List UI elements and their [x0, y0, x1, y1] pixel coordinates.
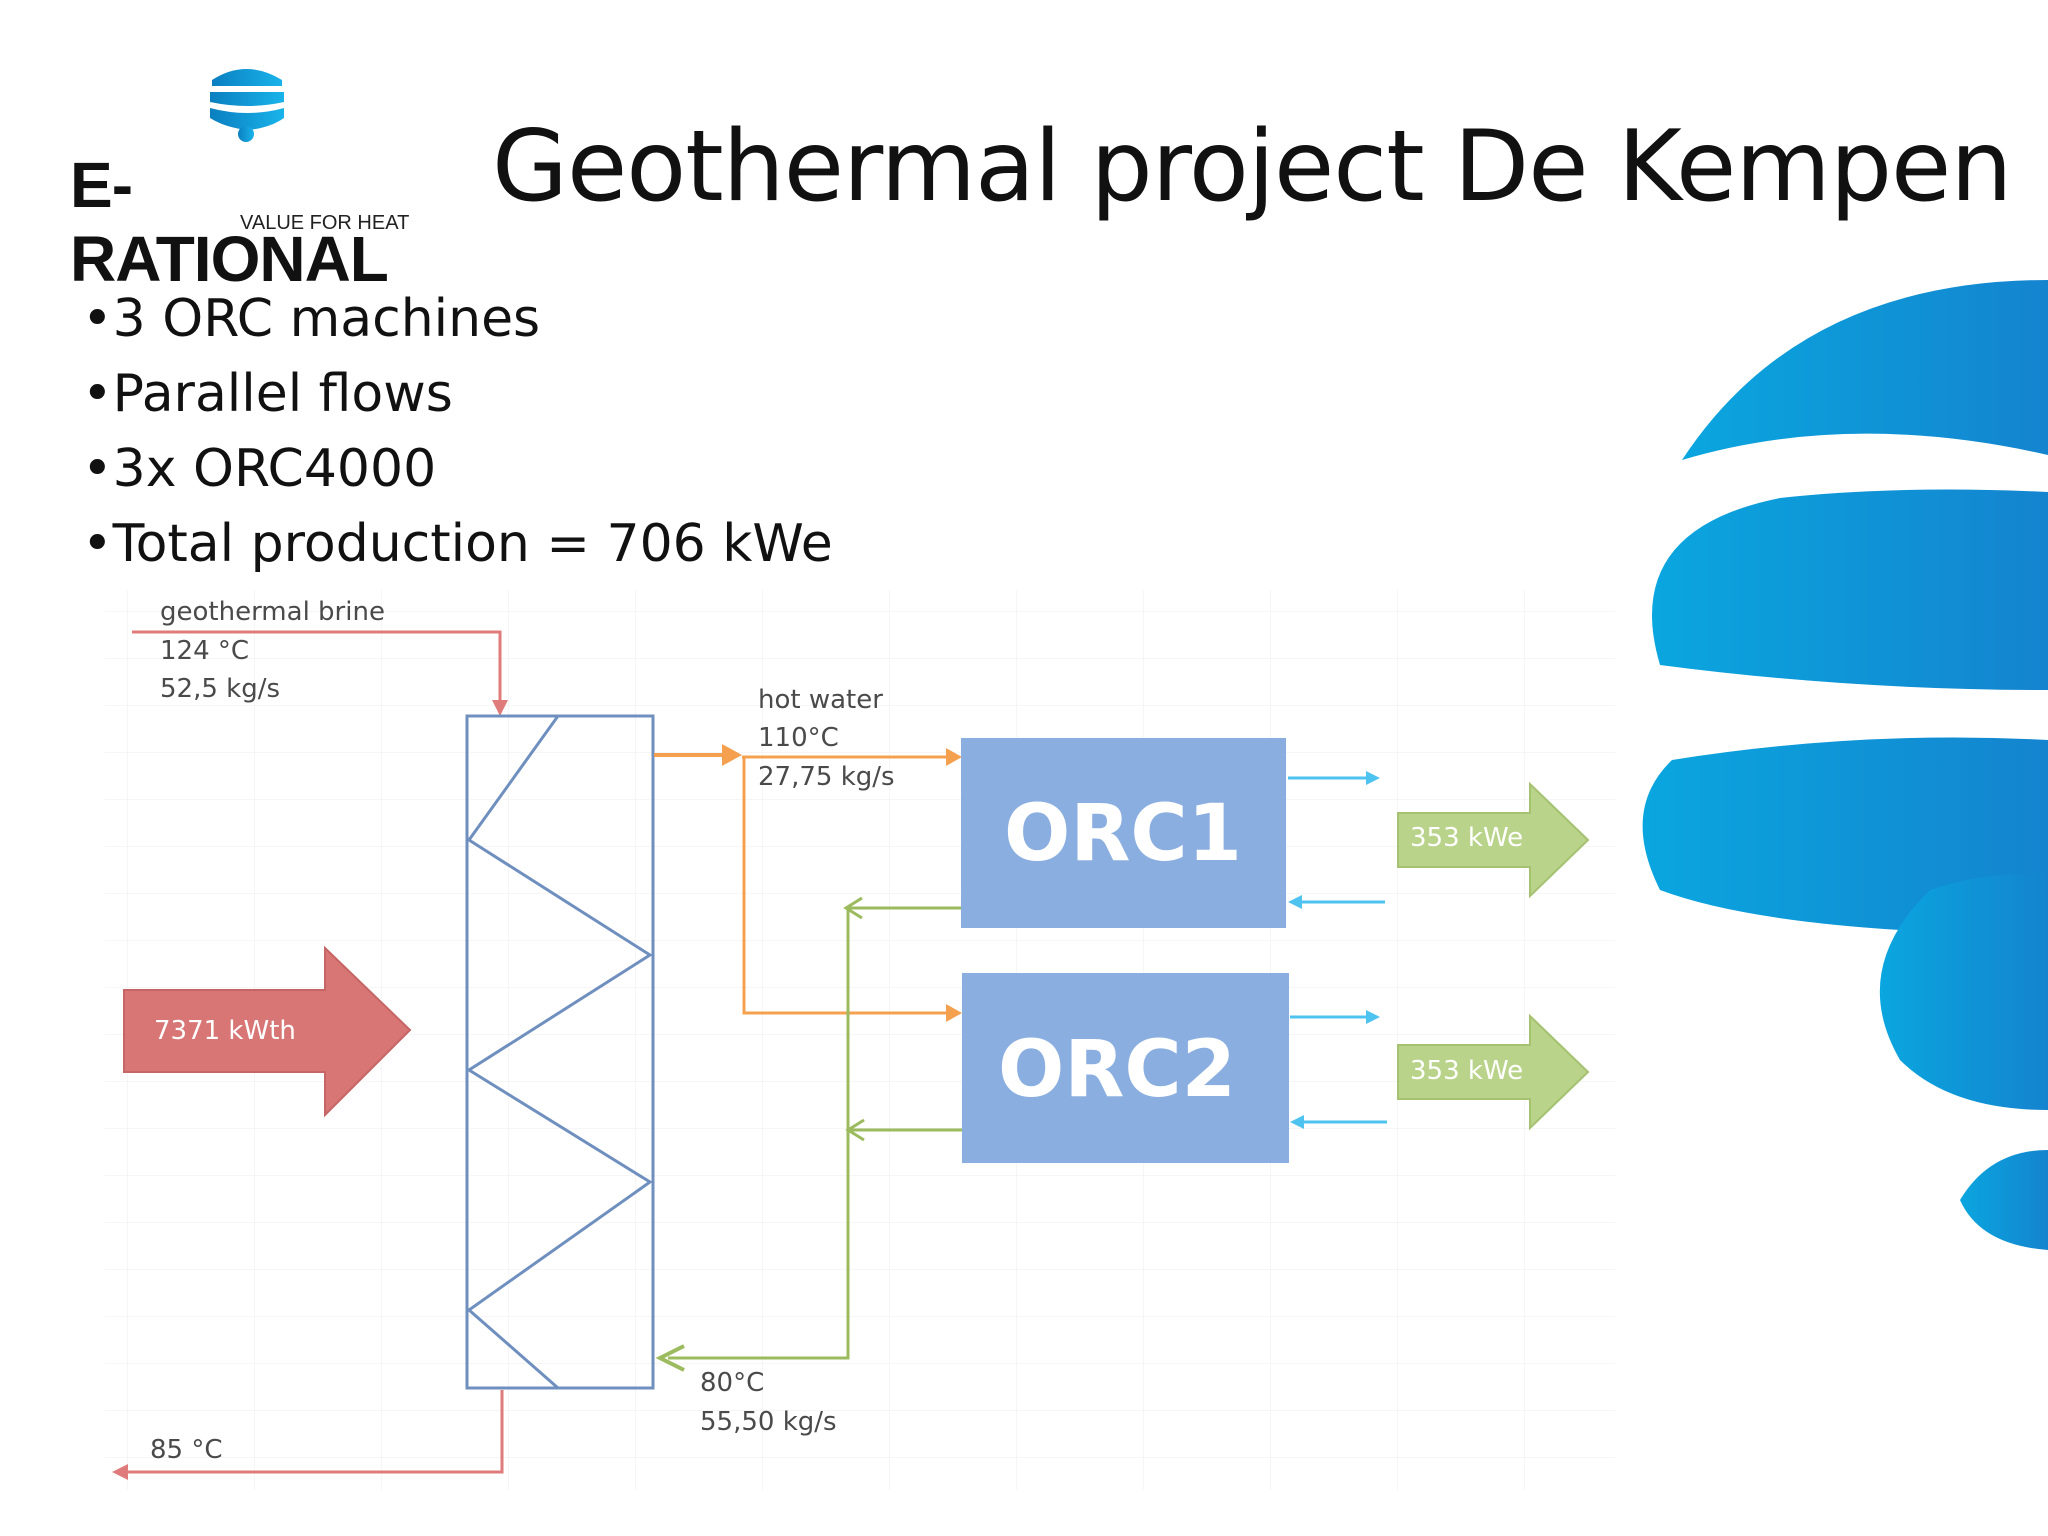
logo-tagline: VALUE FOR HEAT [240, 212, 410, 234]
hot-water-flow-label: 27,75 kg/s [758, 762, 895, 792]
cooling-lines [1288, 771, 1387, 1129]
brine-inlet-line [132, 630, 508, 716]
bullet-item: Parallel flows [82, 357, 833, 432]
orc1-output-arrow [1397, 781, 1590, 899]
bullet-list: 3 ORC machines Parallel flows 3x ORC4000… [82, 282, 833, 582]
page-title: Geothermal project De Kempen [492, 110, 2012, 224]
orc1-output-label: 353 kWe [1410, 823, 1523, 853]
heat-exchanger [465, 714, 655, 1390]
hot-water-name-label: hot water [758, 685, 883, 715]
bullet-item: 3 ORC machines [82, 282, 833, 357]
outlet-temperature-label: 85 °C [150, 1435, 223, 1465]
bullet-item: 3x ORC4000 [82, 432, 833, 507]
hot-water-line [654, 744, 962, 1022]
orc2-label: ORC2 [998, 1025, 1236, 1115]
return-water-line [655, 896, 962, 1372]
return-flow-label: 55,50 kg/s [700, 1407, 837, 1437]
brine-outlet-line [112, 1390, 504, 1480]
brand-decoration-graphic [1642, 280, 2048, 1250]
heat-input-arrow [123, 945, 412, 1118]
brine-name-label: geothermal brine [160, 597, 385, 627]
return-temperature-label: 80°C [700, 1368, 764, 1398]
bullet-item: Total production = 706 kWe [82, 507, 833, 582]
brine-flow-label: 52,5 kg/s [160, 674, 280, 704]
orc2-output-label: 353 kWe [1410, 1056, 1523, 1086]
orc1-unit [961, 738, 1286, 928]
heat-input-label: 7371 kWth [154, 1016, 296, 1046]
orc2-unit [962, 973, 1289, 1163]
orc1-label: ORC1 [1004, 789, 1242, 879]
brine-temperature-label: 124 °C [160, 636, 249, 666]
orc2-output-arrow [1397, 1013, 1590, 1131]
logo-mark-icon [210, 69, 284, 142]
hot-water-temperature-label: 110°C [758, 723, 839, 753]
